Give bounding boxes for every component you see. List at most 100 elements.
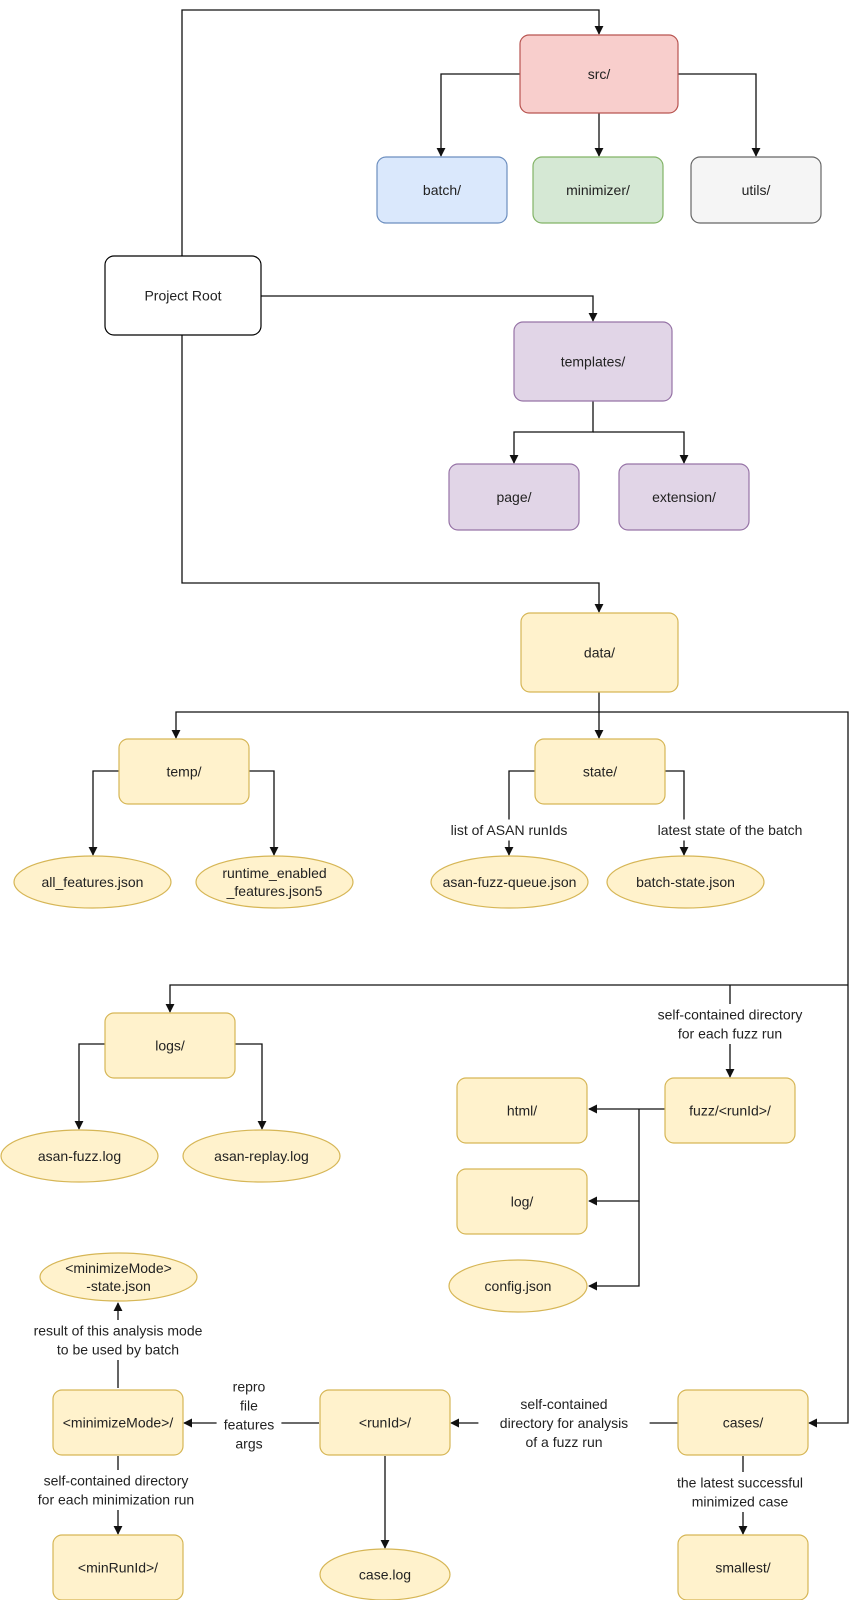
node-logs: logs/ xyxy=(104,1012,236,1079)
node-config: config.json xyxy=(448,1259,588,1313)
node-page-label: page/ xyxy=(496,489,531,505)
node-logs-label: logs/ xyxy=(155,1038,185,1054)
node-src-text: src/ xyxy=(588,66,611,82)
node-all-features-text: all_features.json xyxy=(42,874,144,890)
edge-label-smallest-background xyxy=(658,1472,822,1512)
edge-label-repro-text-line-2: file xyxy=(240,1398,258,1414)
edge-label-minimization-text-line-1: self-contained directory xyxy=(44,1473,189,1489)
node-run-id-text: <runId>/ xyxy=(359,1415,411,1431)
node-minimize-mode-box xyxy=(52,1389,184,1456)
node-asan-queue-text: asan-fuzz-queue.json xyxy=(443,874,577,890)
edge-data-logs xyxy=(165,984,848,1013)
node-utils: utils/ xyxy=(690,156,822,224)
node-utils-label: utils/ xyxy=(742,182,771,198)
edge-label-minimization-background xyxy=(19,1470,213,1510)
node-minimize-state-label-line-2: -state.json xyxy=(86,1278,151,1294)
node-batch: batch/ xyxy=(376,156,508,224)
node-state-box xyxy=(534,738,666,805)
node-asan-fuzz-log-text: asan-fuzz.log xyxy=(38,1148,121,1164)
node-asan-fuzz-log-ellipse xyxy=(0,1129,159,1183)
node-config-label: config.json xyxy=(485,1278,552,1294)
edge-templates-page xyxy=(509,401,594,464)
edge-label-minimize-state-text-line-2: to be used by batch xyxy=(57,1342,179,1358)
node-asan-replay-log-label: asan-replay.log xyxy=(214,1148,309,1164)
node-log-box xyxy=(456,1168,588,1235)
node-templates: templates/ xyxy=(513,321,673,402)
node-minimize-mode-text: <minimizeMode>/ xyxy=(63,1415,174,1431)
node-cases-box xyxy=(677,1389,809,1456)
node-fuzz-run: fuzz/<runId>/ xyxy=(664,1077,796,1144)
node-runtime-features-ellipse xyxy=(195,855,354,909)
node-page-text: page/ xyxy=(496,489,531,505)
node-templates-box xyxy=(513,321,673,402)
node-page-box xyxy=(448,463,580,531)
node-all-features-ellipse xyxy=(13,855,172,909)
node-extension-box xyxy=(618,463,750,531)
node-min-run-id: <minRunId>/ xyxy=(52,1534,184,1600)
node-temp: temp/ xyxy=(118,738,250,805)
node-extension-label: extension/ xyxy=(652,489,716,505)
node-fuzz-run-label: fuzz/<runId>/ xyxy=(689,1103,771,1119)
node-minimize-mode-label: <minimizeMode>/ xyxy=(63,1415,174,1431)
node-temp-text: temp/ xyxy=(166,764,201,780)
node-batch-state: batch-state.json xyxy=(606,855,765,909)
node-all-features: all_features.json xyxy=(13,855,172,909)
node-log: log/ xyxy=(456,1168,588,1235)
edge-data-temp xyxy=(171,711,599,739)
edge-label-minimize-state: result of this analysis mode to be used b… xyxy=(9,1320,227,1360)
node-cases-text: cases/ xyxy=(723,1415,764,1431)
node-batch-state-ellipse xyxy=(606,855,765,909)
edge-label-fuzz-run-background xyxy=(636,1004,824,1044)
edge-state-asan-queue xyxy=(504,770,535,856)
node-templates-label: templates/ xyxy=(561,354,626,370)
node-state-label: state/ xyxy=(583,764,617,780)
edge-label-minimize-state-text-line-1: result of this analysis mode xyxy=(34,1323,203,1339)
edge-label-repro-text-line-3: features xyxy=(224,1417,275,1433)
node-smallest-box xyxy=(677,1534,809,1600)
node-min-run-id-box xyxy=(52,1534,184,1600)
node-data: data/ xyxy=(520,612,679,693)
node-batch-state-label: batch-state.json xyxy=(636,874,735,890)
node-minimizer: minimizer/ xyxy=(532,156,664,224)
node-run-id-box xyxy=(319,1389,451,1456)
node-case-log-ellipse xyxy=(319,1548,451,1600)
node-case-log-text: case.log xyxy=(359,1567,411,1583)
edge-fuzz-run-config xyxy=(588,1201,640,1291)
node-data-text: data/ xyxy=(584,645,615,661)
edge-root-src xyxy=(181,9,604,256)
node-batch-text: batch/ xyxy=(423,182,461,198)
node-minimize-state-ellipse xyxy=(39,1252,198,1302)
node-minimize-state-label-line-1: <minimizeMode> xyxy=(65,1260,172,1276)
node-config-text: config.json xyxy=(485,1278,552,1294)
node-smallest-text: smallest/ xyxy=(715,1560,770,1576)
node-data-box xyxy=(520,612,679,693)
edge-label-repro-text-line-1: repro xyxy=(233,1379,266,1395)
node-extension-text: extension/ xyxy=(652,489,716,505)
node-asan-fuzz-log-label: asan-fuzz.log xyxy=(38,1148,121,1164)
node-data-label: data/ xyxy=(584,645,615,661)
edge-root-templates xyxy=(261,295,598,322)
edge-label-repro-background xyxy=(216,1376,282,1454)
node-config-ellipse xyxy=(448,1259,588,1313)
edge-label-asan-queue-text: list of ASAN runIds xyxy=(451,822,568,838)
node-asan-replay-log-text: asan-replay.log xyxy=(214,1148,309,1164)
node-asan-replay-log-ellipse xyxy=(182,1129,341,1183)
edge-label-smallest-text-line-2: minimized case xyxy=(692,1494,789,1510)
edge-label-batch-state-background xyxy=(633,819,827,841)
node-runtime-features-text: runtime_enabled_features.json5 xyxy=(222,865,326,899)
edge-label-smallest-text-line-1: the latest successful xyxy=(677,1475,803,1491)
edge-temp-all-features xyxy=(88,770,119,856)
node-root-text: Project Root xyxy=(144,288,221,304)
edge-label-fuzz-run-text-line-2: for each fuzz run xyxy=(678,1026,782,1042)
node-src-box xyxy=(519,34,679,114)
node-runtime-features: runtime_enabled_features.json5 xyxy=(195,855,354,909)
node-utils-box xyxy=(690,156,822,224)
nodes: Project Root src/batch/minimizer/utils/te… xyxy=(0,34,822,1600)
edge-label-smallest: the latest successful minimized case xyxy=(658,1472,822,1512)
node-batch-label: batch/ xyxy=(423,182,461,198)
node-asan-queue-ellipse xyxy=(430,855,589,909)
edge-temp-runtime-features xyxy=(249,770,279,856)
node-case-log-label: case.log xyxy=(359,1567,411,1583)
node-minimizer-label: minimizer/ xyxy=(566,182,630,198)
node-log-label: log/ xyxy=(511,1194,534,1210)
